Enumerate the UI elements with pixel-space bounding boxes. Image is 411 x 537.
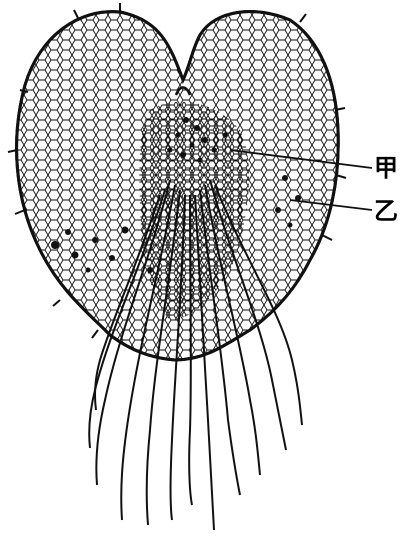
prothallus-body: [0, 0, 411, 400]
label-yi: 乙: [374, 199, 398, 223]
label-jia: 甲: [374, 156, 398, 180]
